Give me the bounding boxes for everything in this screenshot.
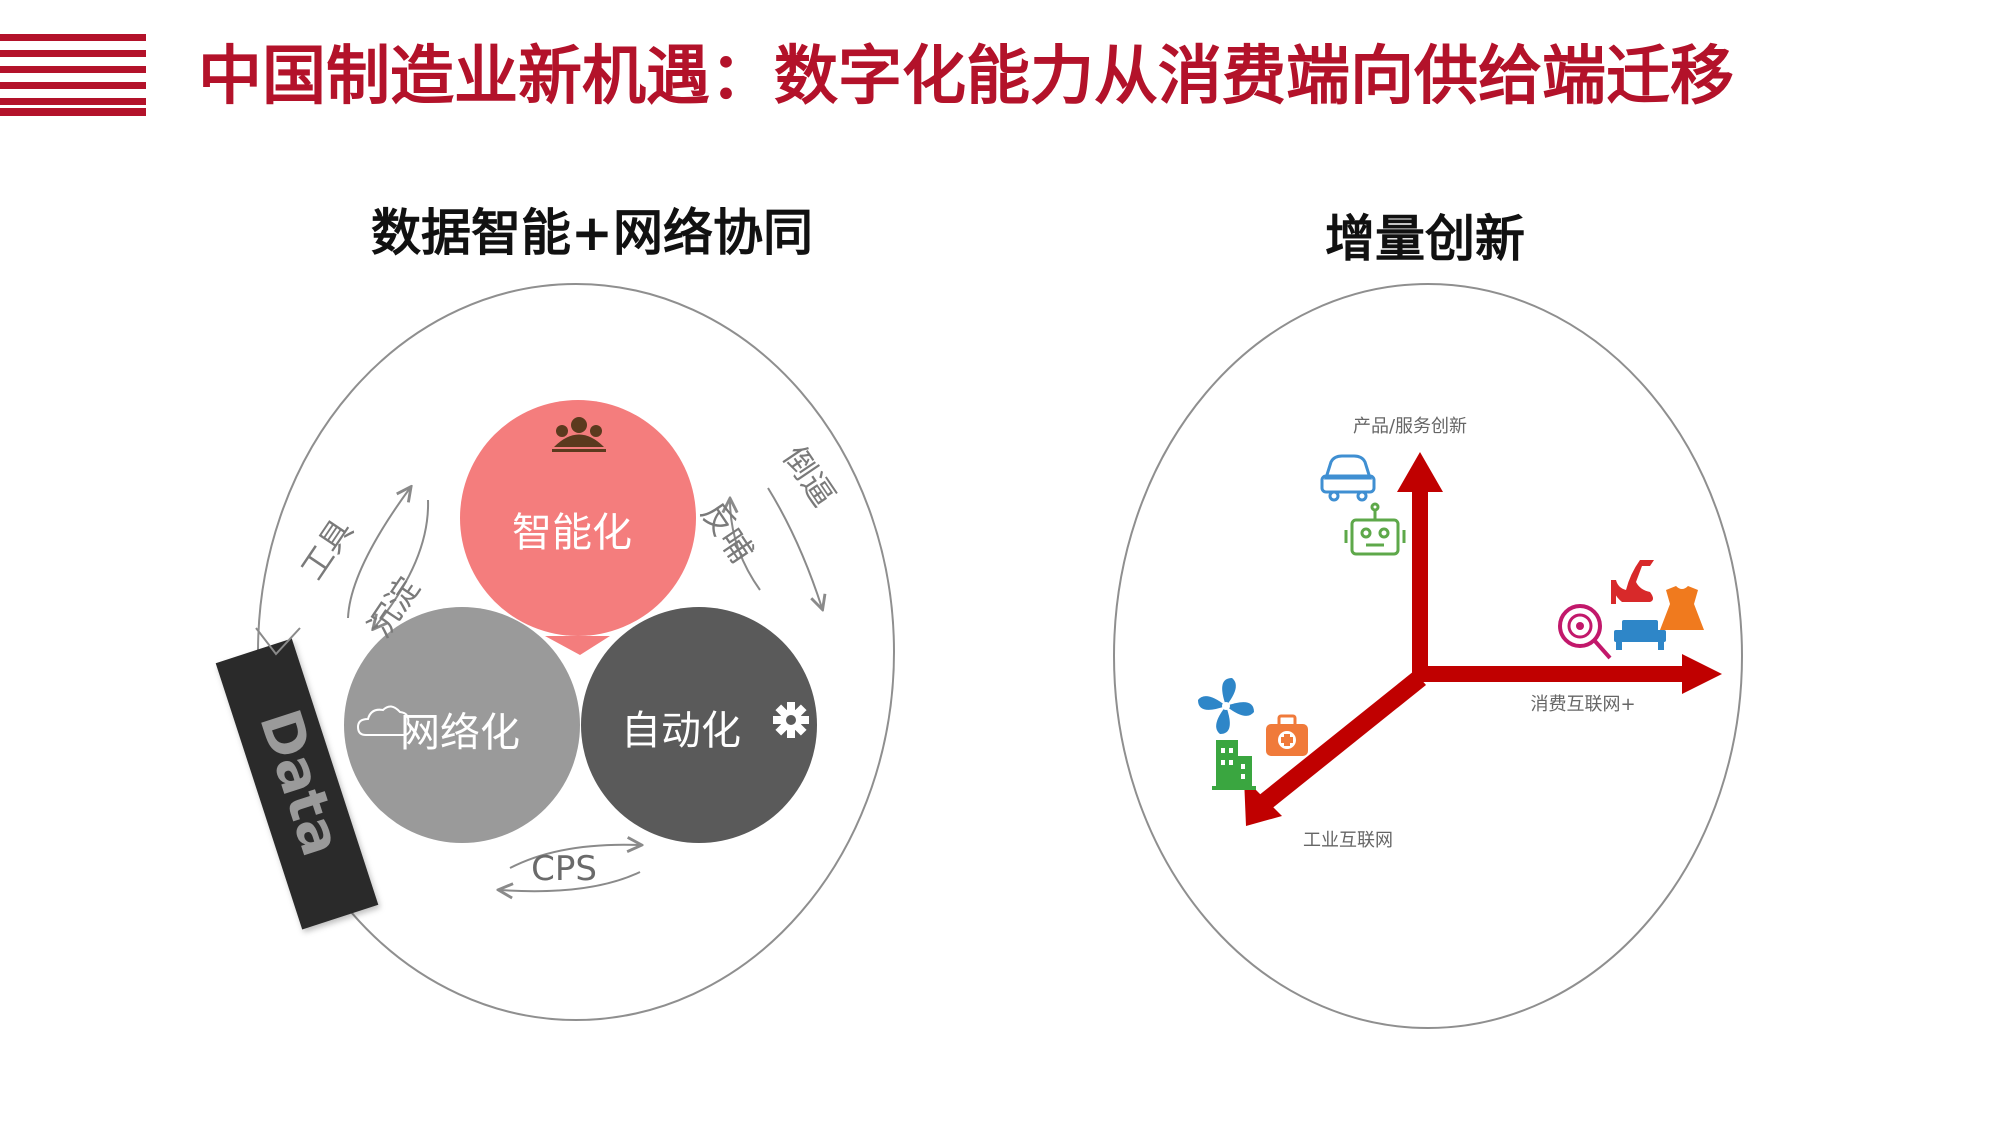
dress-icon — [1660, 586, 1704, 630]
circle-network-label: 网络化 — [400, 710, 520, 756]
axis-right-label: 消费互联网+ — [1530, 694, 1635, 715]
robot-icon — [1344, 502, 1406, 556]
high-heel-icon — [1611, 560, 1654, 604]
right-diagram: 增量创新 产品/服务创新 消费互联网+ 工业互联网 — [1113, 210, 1743, 1029]
tool-arrow — [347, 488, 410, 619]
circle-intelligence — [460, 400, 696, 636]
fan-icon — [1198, 678, 1254, 734]
circle-network — [344, 607, 580, 843]
force-arrow — [767, 487, 822, 608]
gear-icon — [773, 702, 809, 738]
circle-automation-label: 自动化 — [621, 708, 741, 754]
cloud-icon — [356, 705, 412, 736]
right-diagram-title: 增量创新 — [1325, 210, 1525, 268]
car-icon — [1320, 454, 1376, 502]
force-label: 倒逼 — [775, 439, 842, 513]
circle-overlap-notch — [545, 636, 610, 655]
medical-kit-icon — [1266, 714, 1308, 756]
page-title: 中国制造业新机遇：数字化能力从消费端向供给端迁移 — [198, 40, 1734, 114]
cps-arrow-bottom — [500, 871, 641, 891]
axis-up — [1397, 452, 1443, 680]
people-group-icon — [552, 417, 606, 452]
feedback-label: 反哺 — [693, 495, 760, 569]
axis-up-label: 产品/服务创新 — [1353, 416, 1467, 437]
circle-intelligence-label: 智能化 — [512, 510, 632, 556]
left-diagram: 数据智能+网络协同 智能化 网络化 自动化 — [215, 204, 895, 1021]
right-outer-ellipse — [1113, 283, 1743, 1029]
circle-automation — [581, 607, 817, 843]
tool-label: 工具 — [293, 512, 360, 586]
data-bar-hook — [255, 627, 301, 656]
cps-label: CPS — [531, 849, 597, 889]
left-diagram-title: 数据智能+网络协同 — [371, 204, 813, 262]
axis-right — [1420, 654, 1722, 694]
header-stripes — [0, 34, 146, 116]
axis-down-left-label: 工业互联网 — [1303, 830, 1393, 851]
feedback-arrow — [730, 500, 761, 591]
sofa-icon — [1614, 620, 1666, 650]
deposit-arrow — [374, 499, 430, 628]
building-icon — [1212, 740, 1256, 790]
lollipop-icon — [1558, 604, 1612, 660]
cps-arrow-top — [509, 845, 640, 869]
